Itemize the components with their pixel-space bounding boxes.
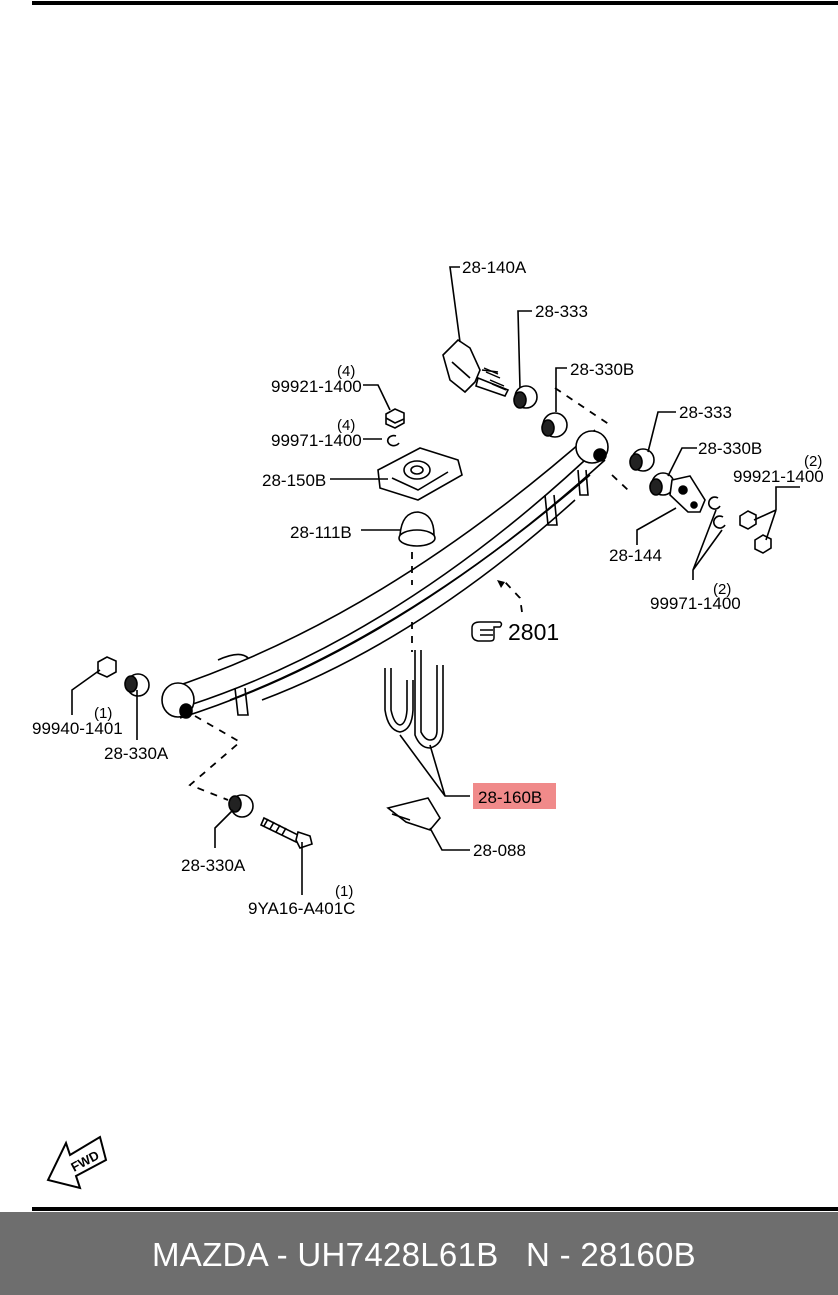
- bush-28-330B-right: [649, 472, 675, 496]
- qty-9YA16-A401C: (1): [335, 883, 353, 900]
- leaf-spring: [161, 429, 609, 719]
- label-28-144[interactable]: 28-144: [609, 546, 662, 565]
- footer-bar: MAZDA - UH7428L61B N - 28160B: [0, 1212, 838, 1295]
- label-9YA16-A401C[interactable]: 9YA16-A401C: [248, 899, 355, 918]
- qty-99921-1400-top: (4): [337, 363, 355, 380]
- label-99940-1401[interactable]: 99940-1401: [32, 719, 123, 738]
- nut-icon-front: [97, 656, 117, 678]
- nut-icon-top: [385, 408, 405, 429]
- highlight-box: [473, 783, 556, 809]
- label-99971-1400-top[interactable]: 99971-1400: [271, 431, 362, 450]
- label-99921-1400-top[interactable]: 99921-1400: [271, 377, 362, 396]
- label-28-333-right[interactable]: 28-333: [679, 403, 732, 422]
- bush-28-333-right: [629, 448, 655, 472]
- bush-28-330B-upper: [541, 412, 568, 438]
- washer-icon-top: [386, 434, 400, 447]
- ref-2801[interactable]: 2801: [508, 619, 559, 645]
- label-28-330A-lower[interactable]: 28-330A: [181, 856, 246, 875]
- shackle-threads: [483, 367, 507, 391]
- label-28-088[interactable]: 28-088: [473, 841, 526, 860]
- footer-ref-number: N - 28160B: [526, 1236, 696, 1273]
- bush-28-330A-front: [124, 673, 150, 697]
- arrow-2801: [497, 580, 505, 588]
- bump-stop-icon: [398, 511, 436, 547]
- bolt-icon: [259, 816, 313, 849]
- qty-99921-1400-right: (2): [804, 453, 822, 470]
- hand-pointer-icon: [471, 621, 503, 642]
- label-28-330A-front[interactable]: 28-330A: [104, 744, 169, 763]
- center-dashes: [188, 387, 629, 801]
- label-28-160B[interactable]: 28-160B: [478, 788, 542, 807]
- qty-99971-1400-right: (2): [713, 581, 731, 598]
- label-28-150B[interactable]: 28-150B: [262, 471, 326, 490]
- footer-part-number: MAZDA - UH7428L61B: [152, 1236, 499, 1273]
- washer-icons-right: [707, 496, 726, 529]
- spring-seat-plate-icon: [377, 447, 463, 501]
- fwd-arrow-icon: FWD: [46, 1135, 108, 1190]
- qty-99940-1401: (1): [94, 705, 112, 722]
- qty-99971-1400-top: (4): [337, 417, 355, 434]
- bush-28-330A-lower: [228, 794, 254, 818]
- parts-diagram: 28-140A 28-333 28-330B 28-333 28-330B (2…: [32, 1, 838, 1211]
- label-28-330B-right[interactable]: 28-330B: [698, 439, 762, 458]
- nut-icons-right: [739, 510, 772, 554]
- label-28-111B[interactable]: 28-111B: [290, 523, 352, 542]
- spacer-icon: [386, 797, 441, 831]
- bush-28-333-upper: [513, 385, 538, 409]
- leader-lines: [71, 266, 800, 895]
- shackle-bracket-icon: [442, 338, 510, 397]
- label-99971-1400-right[interactable]: 99971-1400: [650, 594, 741, 613]
- label-28-333-upper[interactable]: 28-333: [535, 302, 588, 321]
- shackle-plate-icon: [669, 475, 706, 513]
- label-28-330B-upper[interactable]: 28-330B: [570, 360, 634, 379]
- label-99921-1400-right[interactable]: 99921-1400: [733, 467, 824, 486]
- label-28-140A[interactable]: 28-140A: [462, 258, 527, 277]
- u-bolts-icon: [384, 650, 444, 749]
